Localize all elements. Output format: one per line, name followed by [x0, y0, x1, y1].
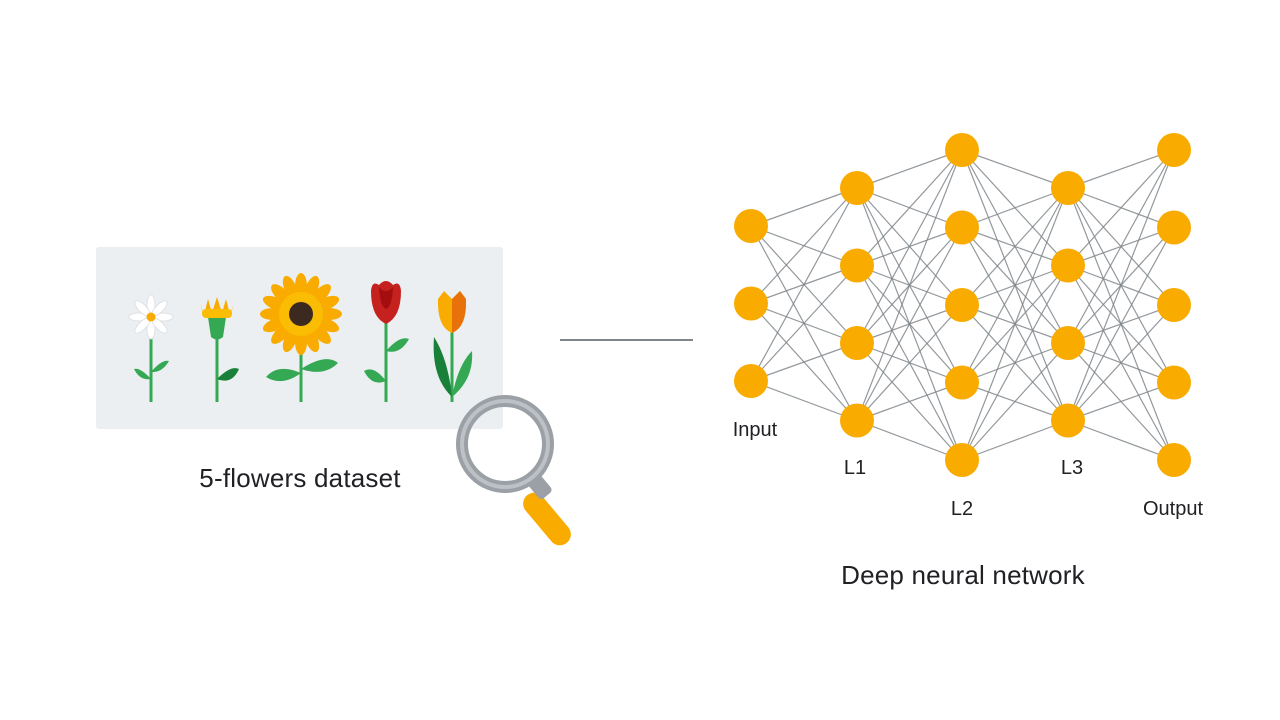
- network-edge: [750, 187, 858, 382]
- layer-label-l1: L1: [843, 457, 867, 479]
- network-node: [1157, 133, 1191, 167]
- dataset-label: 5-flowers dataset: [199, 463, 401, 493]
- network-edge: [961, 342, 1069, 461]
- flowers-illustration: [128, 273, 473, 402]
- network-node: [840, 326, 874, 360]
- tulip-icon: [433, 291, 473, 402]
- network-edge: [856, 149, 963, 344]
- network-edge: [1067, 149, 1175, 344]
- network-edge: [856, 381, 963, 422]
- network-edge: [961, 187, 1069, 229]
- network-node: [1051, 248, 1085, 283]
- network-edge: [856, 227, 963, 421]
- network-title: Deep neural network: [841, 560, 1085, 590]
- network-node: [840, 403, 874, 438]
- layer-label-l3: L3: [1060, 457, 1084, 479]
- network-node: [1157, 288, 1191, 322]
- network-edge: [1067, 419, 1175, 461]
- network-edge: [1067, 149, 1175, 266]
- network-edge: [856, 304, 963, 421]
- network-node: [840, 171, 874, 205]
- network-edge: [961, 419, 1069, 461]
- network-edge: [1067, 227, 1175, 421]
- network-edge: [961, 187, 1069, 461]
- network-node: [734, 364, 768, 398]
- network-edge: [961, 149, 1069, 189]
- daisy-icon: [128, 294, 174, 402]
- network-node: [945, 443, 979, 477]
- dandelion-icon: [200, 297, 239, 402]
- network-edge: [1067, 381, 1175, 422]
- network-edge: [961, 187, 1069, 306]
- network-node: [840, 248, 874, 283]
- network-edge: [856, 419, 963, 461]
- layer-label-l2: L2: [950, 498, 974, 520]
- network-node: [1051, 171, 1085, 205]
- network-node: [1051, 326, 1085, 360]
- network-node: [1157, 443, 1191, 477]
- network-edge: [750, 187, 858, 227]
- network-node: [945, 133, 979, 167]
- network-edge: [750, 265, 858, 382]
- network-edge: [750, 342, 858, 382]
- layer-label-output: Output: [1142, 498, 1204, 520]
- network-edge: [1067, 304, 1175, 421]
- layer-label-input: Input: [732, 419, 778, 441]
- network-edge: [856, 149, 963, 421]
- network-node: [734, 286, 768, 321]
- network-node: [734, 209, 768, 243]
- rose-icon: [364, 281, 409, 402]
- network-node: [945, 288, 979, 322]
- network-edge: [856, 149, 963, 266]
- connector-line: [560, 339, 693, 341]
- network-node: [1051, 403, 1085, 438]
- network-node: [945, 210, 979, 245]
- network-edge: [856, 149, 963, 189]
- network-node: [1157, 365, 1191, 400]
- network-edge: [961, 187, 1069, 383]
- sunflower-icon: [260, 273, 342, 402]
- network-edge: [961, 265, 1069, 461]
- magnifier-icon: [456, 395, 571, 546]
- network-node: [1157, 210, 1191, 245]
- network-edge: [1067, 149, 1175, 189]
- network-edge: [1067, 149, 1175, 421]
- network-edge: [750, 187, 858, 304]
- network-node: [945, 365, 979, 400]
- network-edge: [750, 380, 858, 422]
